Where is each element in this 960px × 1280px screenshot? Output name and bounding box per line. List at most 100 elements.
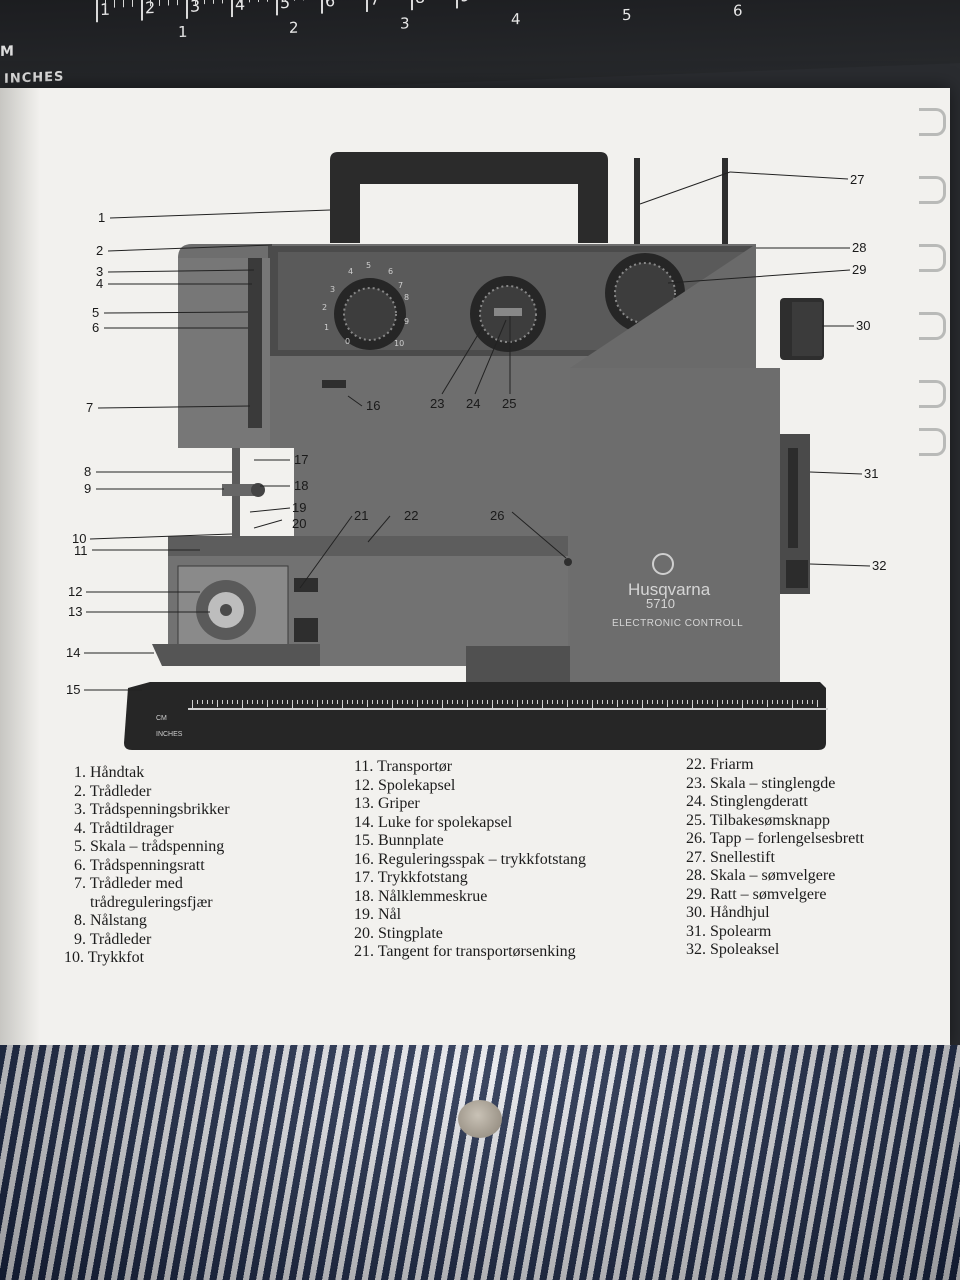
base-ruler-tick bbox=[262, 700, 263, 704]
base-ruler-tick bbox=[517, 700, 518, 707]
legend-item: 3. Trådspenningsbrikker bbox=[74, 801, 230, 818]
callout-24: 24 bbox=[466, 396, 481, 411]
ruler-tick bbox=[222, 0, 223, 4]
model-label: 5710 bbox=[646, 596, 675, 611]
ruler-tick bbox=[231, 0, 233, 18]
legend-item: 31. Spolearm bbox=[686, 922, 772, 940]
base-ruler-tick bbox=[292, 700, 293, 710]
base-ruler-tick bbox=[242, 700, 243, 710]
legend-item: 18. Nålklemmeskrue bbox=[354, 887, 488, 905]
ruler-tick bbox=[249, 0, 250, 3]
legend-item: 25. Tilbakesømsknapp bbox=[686, 811, 831, 829]
base-ruler-tick bbox=[472, 700, 473, 704]
base-ruler-tick bbox=[802, 700, 803, 704]
base-ruler-tick bbox=[267, 700, 268, 707]
ruler-inch-number: 2 bbox=[289, 18, 299, 37]
ruler-tick bbox=[195, 0, 196, 5]
base-ruler-tick bbox=[217, 700, 218, 707]
callout-30: 30 bbox=[856, 318, 871, 333]
base-ruler-tick bbox=[532, 700, 533, 704]
ruler-inch-number: 6 bbox=[733, 1, 743, 20]
base-ruler-tick bbox=[422, 700, 423, 704]
legend-item: 4. Trådtildrager bbox=[74, 819, 174, 837]
base-ruler-tick bbox=[502, 700, 503, 704]
page-gutter-shadow bbox=[0, 88, 40, 1048]
legend-item: 13. Griper bbox=[354, 795, 420, 812]
ruler-cm-number: 7 bbox=[370, 0, 380, 9]
callout-1: 1 bbox=[98, 210, 106, 225]
callout-26: 26 bbox=[490, 508, 505, 523]
base-ruler-tick bbox=[357, 700, 358, 704]
svg-text:0: 0 bbox=[345, 337, 350, 346]
base-ruler-tick bbox=[417, 700, 418, 707]
base-ruler-tick bbox=[652, 700, 653, 704]
base-ruler-inch-label: INCHES bbox=[156, 731, 183, 738]
base-ruler-tick bbox=[507, 700, 508, 704]
base-ruler-tick bbox=[232, 700, 233, 704]
callout-27: 27 bbox=[850, 172, 865, 187]
ruler-tick bbox=[150, 0, 151, 7]
base-ruler-tick bbox=[612, 700, 613, 704]
base-ruler-tick bbox=[492, 700, 493, 710]
base-ruler-tick bbox=[367, 700, 368, 707]
legend-item-continuation: trådreguleringsfjær bbox=[90, 893, 213, 911]
binding-ring bbox=[919, 380, 946, 408]
callout-9: 9 bbox=[84, 481, 92, 496]
base-ruler-tick bbox=[662, 700, 663, 704]
base-ruler-tick bbox=[582, 700, 583, 704]
ruler-tick bbox=[105, 0, 106, 8]
legend-item: 6. Trådspenningsratt bbox=[74, 856, 205, 874]
callout-14: 14 bbox=[66, 645, 81, 660]
base-ruler-tick bbox=[407, 700, 408, 704]
legend-item: 22. Friarm bbox=[686, 756, 754, 773]
callout-31: 31 bbox=[864, 466, 879, 481]
callout-16: 16 bbox=[366, 398, 381, 413]
legend-item: 10. Trykkfot bbox=[64, 949, 145, 966]
legend-item: 14. Luke for spolekapsel bbox=[354, 813, 513, 831]
callout-8: 8 bbox=[84, 464, 92, 479]
legend-item: 5. Skala – trådspenning bbox=[74, 838, 225, 855]
svg-text:3: 3 bbox=[330, 285, 335, 294]
base-ruler-tick bbox=[642, 700, 643, 710]
legend-item: 29. Ratt – sømvelgere bbox=[686, 885, 827, 903]
legend-item: 28. Skala – sømvelgere bbox=[686, 867, 836, 884]
ruler-tick bbox=[321, 0, 323, 14]
base-ruler-tick bbox=[462, 700, 463, 704]
base-ruler-tick bbox=[632, 700, 633, 704]
base-ruler-tick bbox=[382, 700, 383, 704]
base-ruler-tick bbox=[387, 700, 388, 704]
base-ruler-tick bbox=[782, 700, 783, 704]
base-ruler-tick bbox=[202, 700, 203, 704]
binding-ring bbox=[919, 176, 946, 204]
base-ruler-tick bbox=[812, 700, 813, 704]
legend-item: 27. Snellestift bbox=[686, 848, 775, 866]
binding-ring bbox=[919, 428, 946, 456]
base-ruler-tick bbox=[732, 700, 733, 704]
ruler-inch-number: 5 bbox=[622, 5, 632, 25]
base-ruler-tick bbox=[437, 700, 438, 704]
base-ruler-tick bbox=[352, 700, 353, 704]
svg-text:8: 8 bbox=[404, 293, 409, 302]
base-ruler-tick bbox=[327, 700, 328, 704]
legend-item: 1. Håndtak bbox=[74, 764, 145, 781]
base-ruler-tick bbox=[667, 700, 668, 707]
base-ruler-tick bbox=[752, 700, 753, 704]
base-ruler-tick bbox=[197, 700, 198, 704]
callout-18: 18 bbox=[294, 478, 309, 493]
svg-text:5: 5 bbox=[366, 261, 371, 270]
base-ruler-tick bbox=[682, 700, 683, 704]
base-ruler-tick bbox=[587, 700, 588, 704]
base-ruler-tick bbox=[777, 700, 778, 704]
base-ruler-tick bbox=[567, 700, 568, 707]
base-ruler-tick bbox=[572, 700, 573, 704]
base-ruler-tick bbox=[447, 700, 448, 704]
base-ruler-tick bbox=[557, 700, 558, 704]
base-ruler-tick bbox=[427, 700, 428, 704]
ruler-tick bbox=[258, 0, 259, 3]
legend-item: 12. Spolekapsel bbox=[354, 776, 456, 794]
ruler-tick bbox=[294, 0, 295, 1]
base-ruler-tick bbox=[697, 700, 698, 704]
base-ruler-tick bbox=[497, 700, 498, 704]
base-ruler-tick bbox=[617, 700, 618, 707]
